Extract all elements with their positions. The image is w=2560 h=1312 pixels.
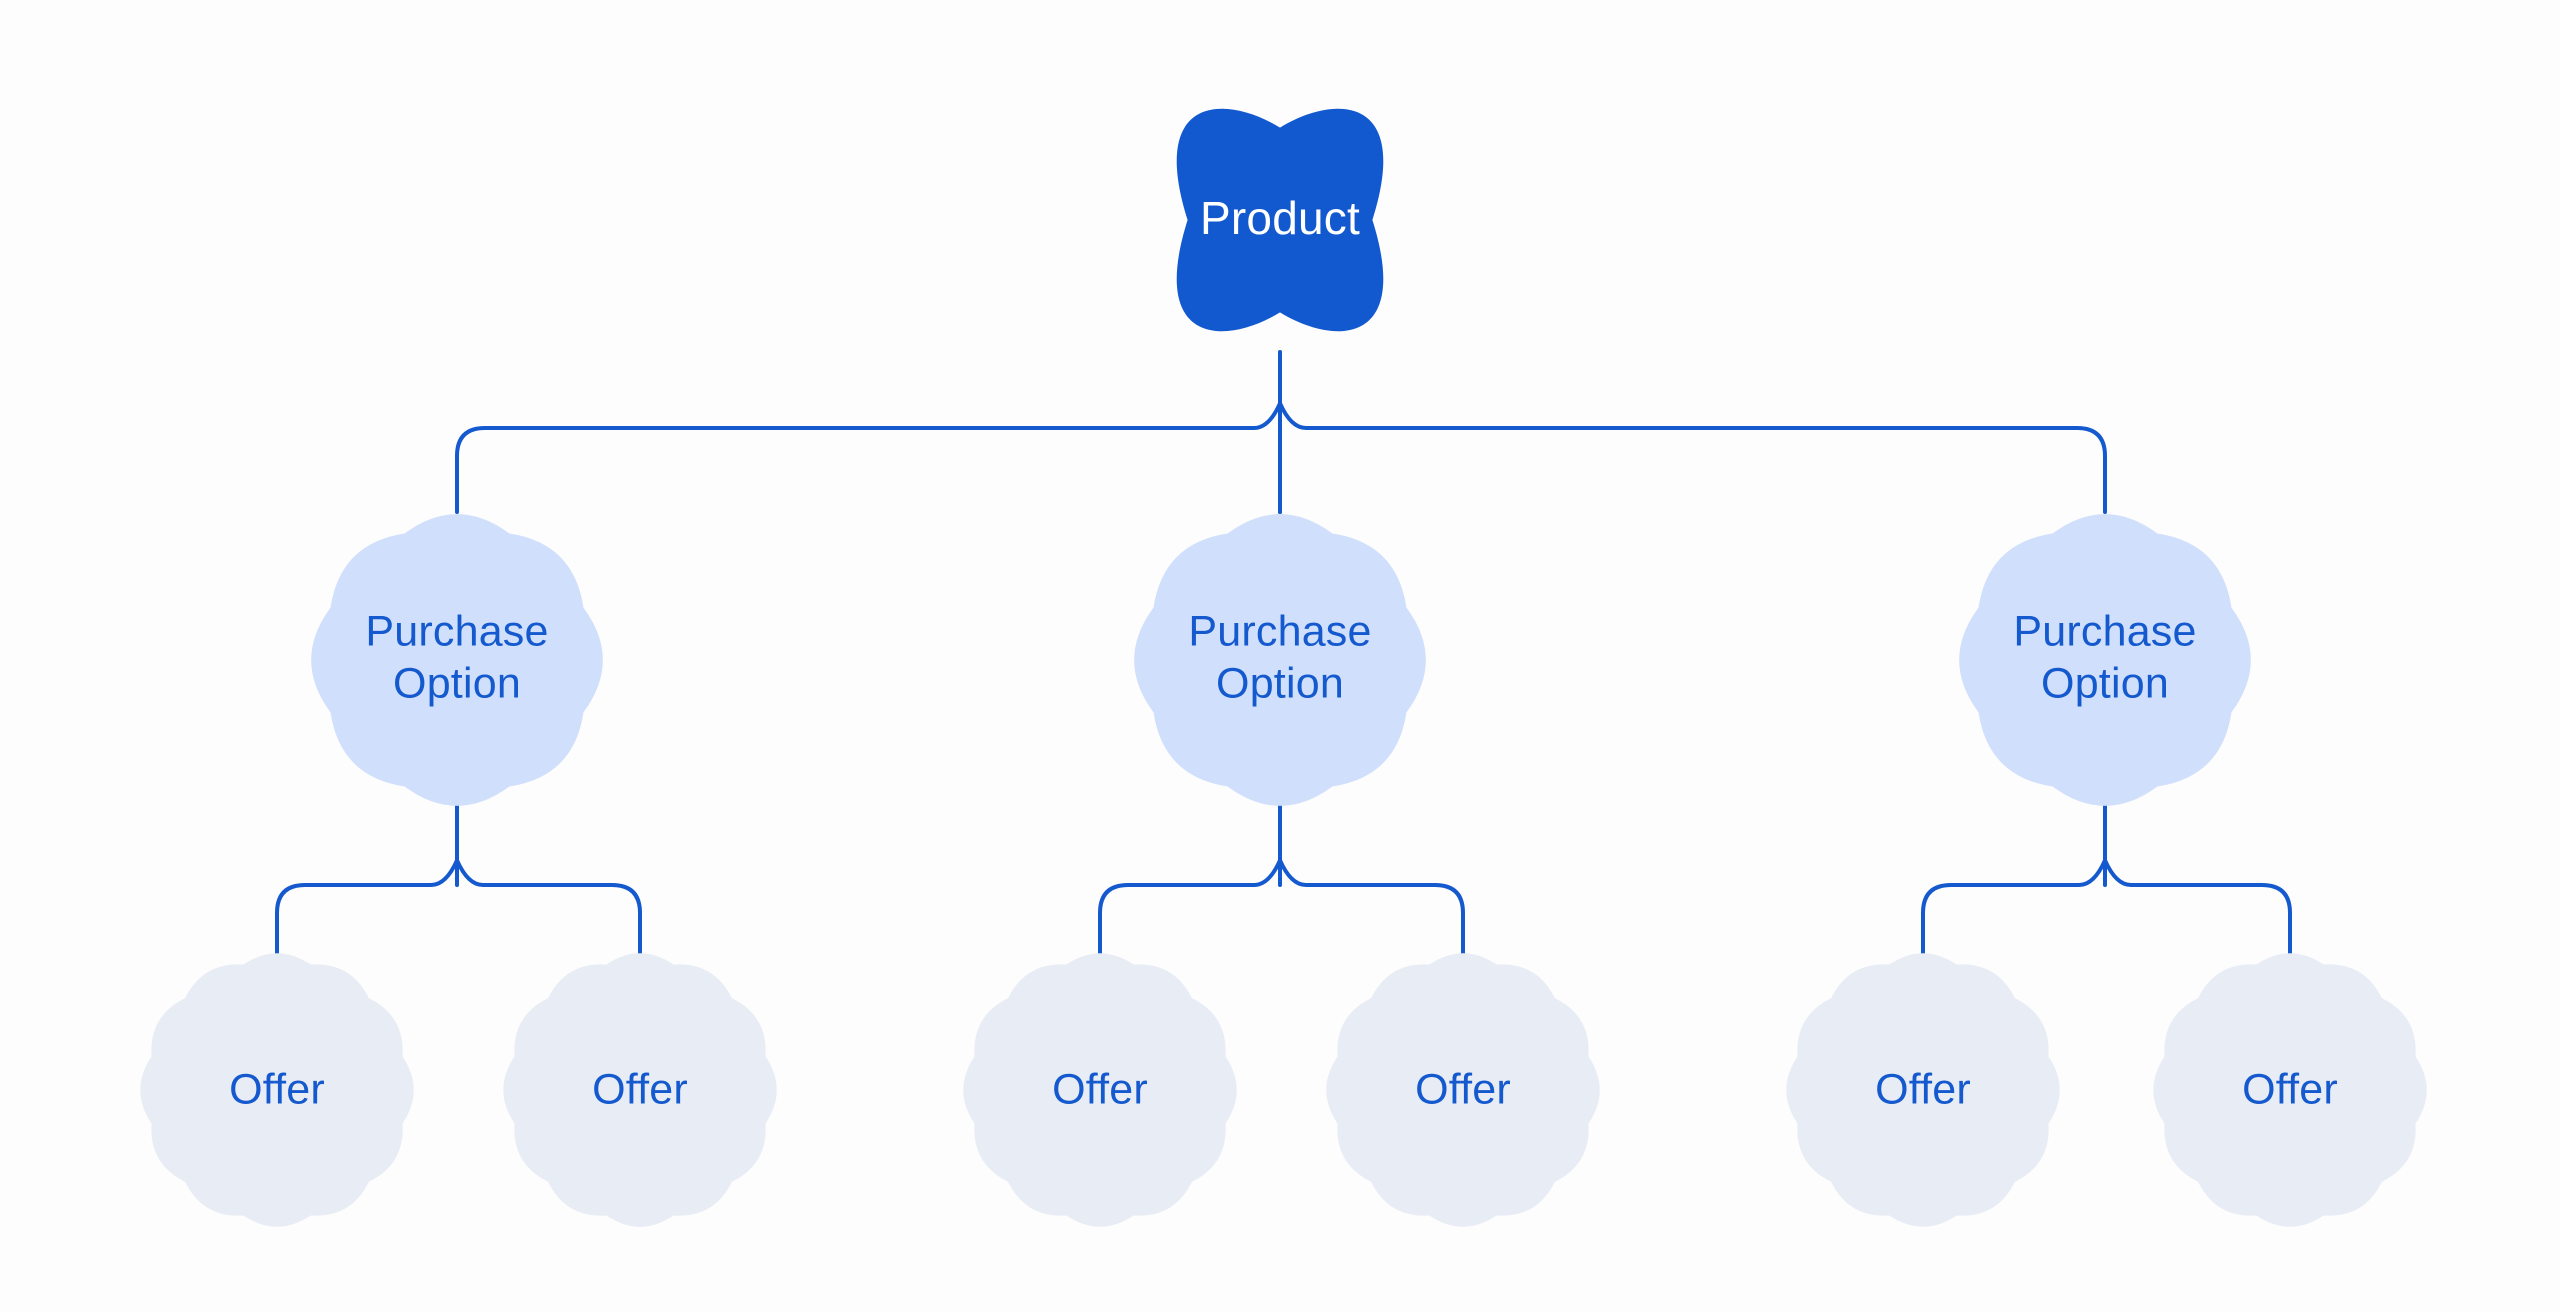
purchase-option-label-line2: Option bbox=[2041, 659, 2169, 707]
product-node-shape bbox=[1176, 108, 1384, 332]
purchase-option-label-line2: Option bbox=[393, 659, 521, 707]
connector-branch-right bbox=[2103, 858, 2292, 962]
node-offer-5[interactable]: Offer bbox=[1786, 953, 2060, 1227]
node-offer-6[interactable]: Offer bbox=[2153, 953, 2427, 1227]
connector-branch-left bbox=[455, 401, 1282, 514]
offer-node-label: Offer bbox=[2242, 1065, 2338, 1113]
offer-node-shape bbox=[503, 953, 777, 1227]
node-offer-1[interactable]: Offer bbox=[140, 953, 414, 1227]
node-offer-2[interactable]: Offer bbox=[503, 953, 777, 1227]
connector-branch-right bbox=[1278, 401, 2107, 514]
connector-branch-right bbox=[1278, 858, 1465, 962]
purchase-option-node-shape bbox=[311, 514, 603, 806]
purchase-option-node-shape bbox=[1959, 514, 2251, 806]
node-product[interactable]: Product bbox=[1176, 108, 1384, 332]
connector-branch-left bbox=[1098, 858, 1282, 962]
offer-node-shape bbox=[963, 953, 1237, 1227]
purchase-option-label-line1: Purchase bbox=[365, 607, 548, 655]
offer-node-label: Offer bbox=[229, 1065, 325, 1113]
offer-node-label: Offer bbox=[1415, 1065, 1511, 1113]
purchase-option-node-shape bbox=[1134, 514, 1426, 806]
node-offer-4[interactable]: Offer bbox=[1326, 953, 1600, 1227]
product-node-label: Product bbox=[1200, 192, 1360, 244]
connector-layer bbox=[275, 350, 2292, 962]
purchase-option-label-line1: Purchase bbox=[2013, 607, 2196, 655]
offer-node-label: Offer bbox=[1052, 1065, 1148, 1113]
offer-node-label: Offer bbox=[592, 1065, 688, 1113]
offer-node-shape bbox=[2153, 953, 2427, 1227]
offer-node-label: Offer bbox=[1875, 1065, 1971, 1113]
offer-node-shape bbox=[140, 953, 414, 1227]
node-offer-3[interactable]: Offer bbox=[963, 953, 1237, 1227]
offer-node-shape bbox=[1326, 953, 1600, 1227]
connector-branch-left bbox=[1921, 858, 2107, 962]
connector-branch-left bbox=[275, 858, 459, 962]
node-layer: ProductPurchaseOptionPurchaseOptionPurch… bbox=[140, 108, 2427, 1227]
connector-branch-right bbox=[455, 858, 642, 962]
offer-node-shape bbox=[1786, 953, 2060, 1227]
purchase-option-label-line2: Option bbox=[1216, 659, 1344, 707]
purchase-option-label-line1: Purchase bbox=[1188, 607, 1371, 655]
